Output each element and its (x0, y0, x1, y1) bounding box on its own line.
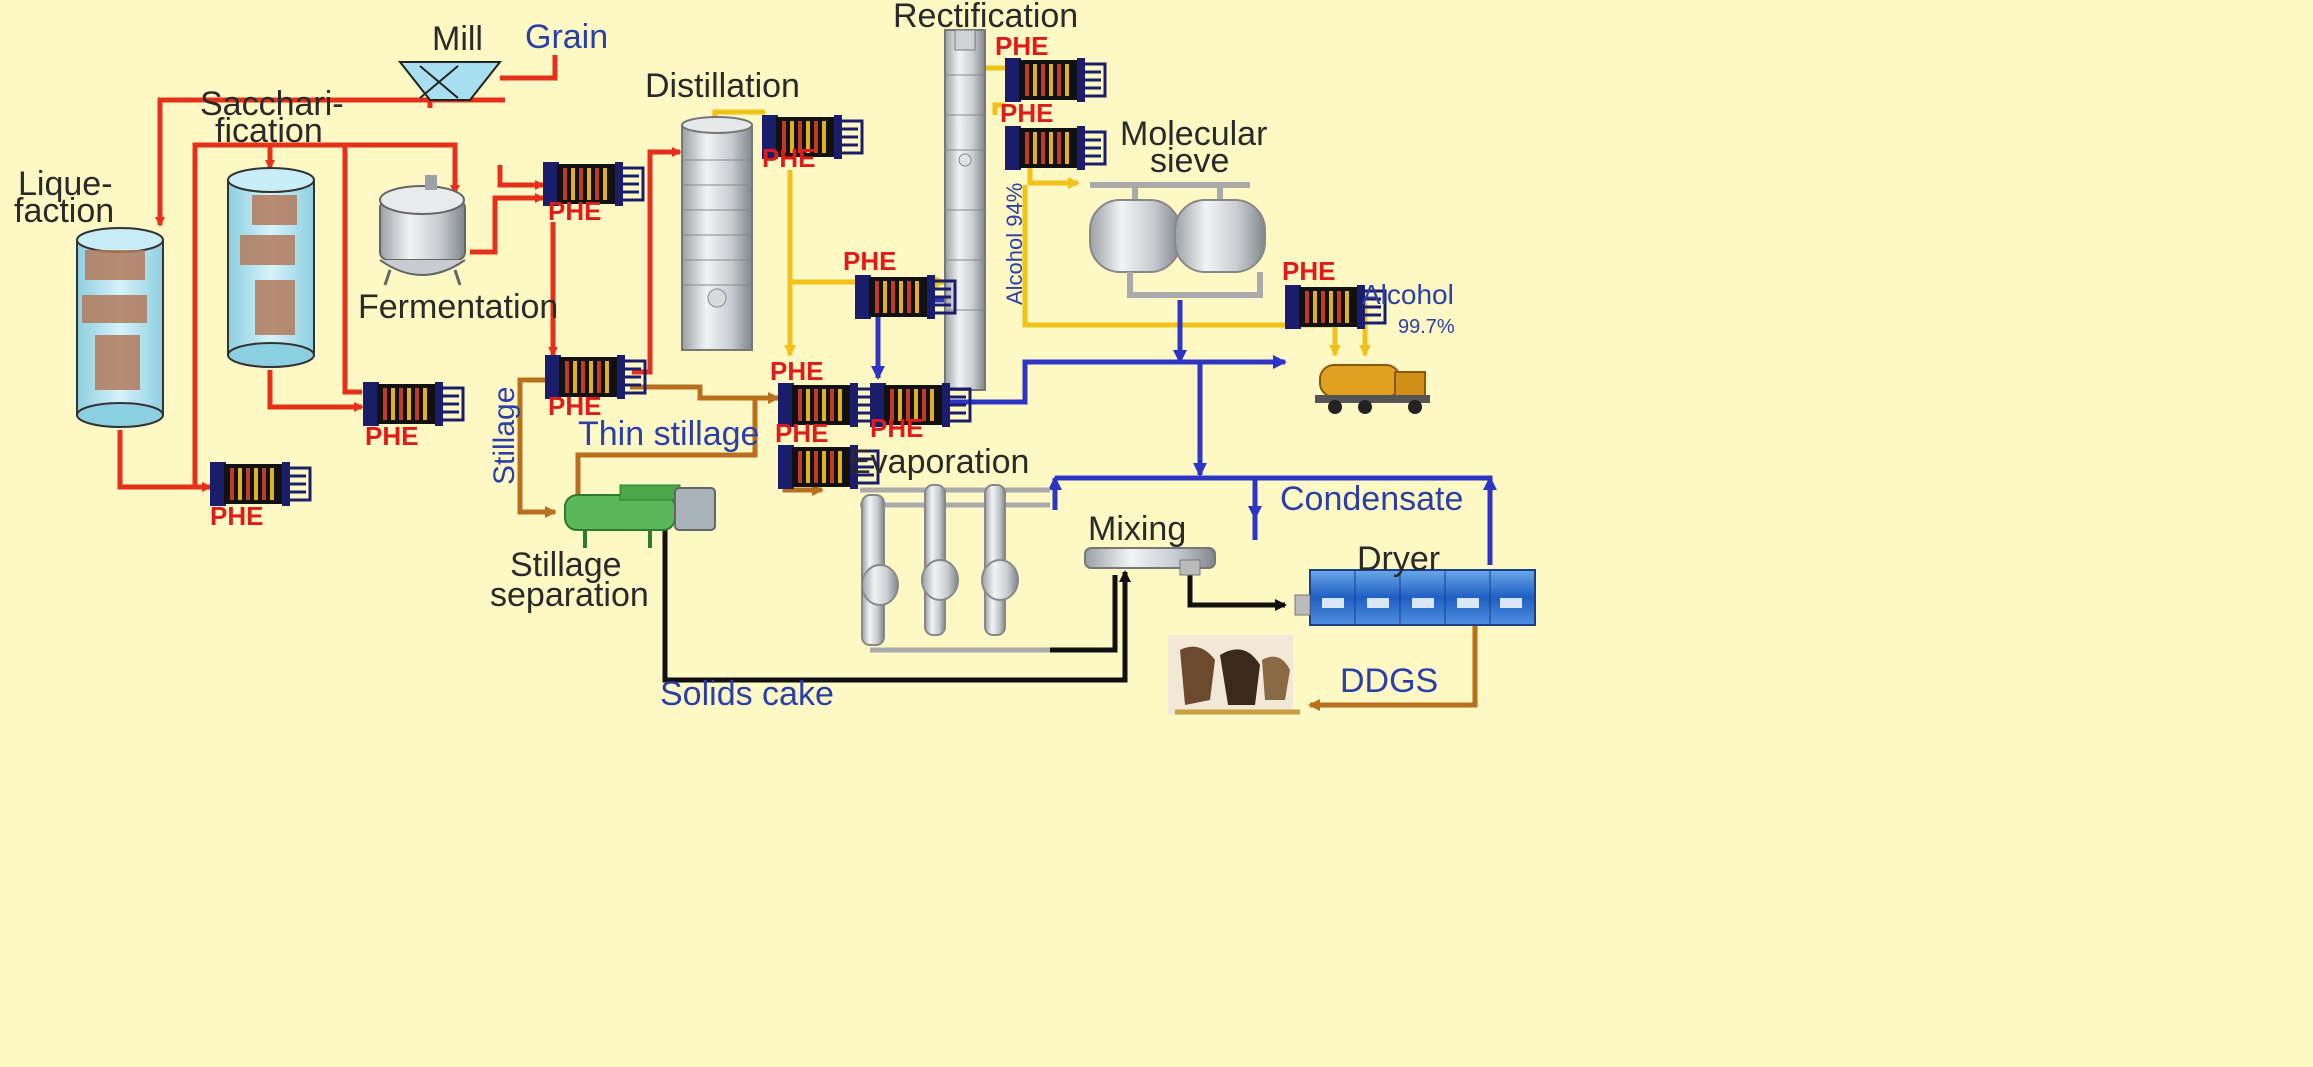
label-solids-cake: Solids cake (660, 675, 834, 713)
label-evaporation: Evaporation (848, 443, 1029, 481)
label-saccharification-2: fication (215, 112, 323, 150)
cattle-icon (1168, 635, 1300, 715)
decanter-icon (564, 484, 716, 548)
phe-label-7: PHE (1000, 98, 1053, 128)
phe-label-6: PHE (995, 31, 1048, 61)
label-mill: Mill (432, 20, 483, 58)
phe-unit-8 (853, 273, 957, 321)
phe-label-9: PHE (770, 356, 823, 386)
saccharification-tank-icon (227, 167, 315, 368)
fermentation-vessel-icon (379, 175, 466, 286)
label-condensate: Condensate (1280, 480, 1463, 518)
phe-label-1: PHE (548, 196, 601, 226)
mixer-icon (1084, 547, 1216, 576)
phe-unit-6 (1003, 56, 1107, 104)
label-thin-stillage: Thin stillage (578, 415, 759, 453)
phe-label-3: PHE (365, 421, 418, 451)
phe-unit-7 (1003, 124, 1107, 172)
label-rectification: Rectification (893, 0, 1078, 35)
rectification-column-icon (944, 29, 986, 391)
solids-lines (662, 530, 1287, 683)
label-alcohol: Alcohol (1362, 279, 1454, 310)
phe-label-8: PHE (843, 246, 896, 276)
phe-label-10: PHE (870, 413, 923, 443)
label-alcohol-997: 99.7% (1398, 316, 1455, 338)
label-molecular-sieve-2: sieve (1150, 142, 1229, 180)
dryer-icon (1294, 569, 1536, 626)
label-molecular-sieve-1: Molecular (1120, 115, 1267, 153)
phe-label-4: PHE (210, 501, 263, 531)
mill-icon (397, 61, 503, 101)
label-distillation: Distillation (645, 67, 800, 105)
label-liquefaction-1: Lique- (18, 165, 113, 203)
evaporator-icon (860, 484, 1050, 653)
label-alcohol-94: Alcohol 94% (1002, 183, 1027, 305)
tanker-truck-icon (1315, 364, 1430, 414)
phe-unit-3 (361, 380, 465, 428)
label-dryer: Dryer (1357, 540, 1440, 578)
label-grain: Grain (525, 18, 608, 56)
label-ddgs: DDGS (1340, 662, 1438, 700)
label-liquefaction-2: faction (14, 192, 114, 230)
label-saccharification-1: Sacchari- (200, 85, 344, 123)
label-stillage-separation-2: separation (490, 576, 649, 614)
phe-label-5: PHE (762, 143, 815, 173)
liquefaction-tank-icon (76, 227, 164, 428)
phe-label-12: PHE (1282, 256, 1335, 286)
phe-label-2: PHE (548, 391, 601, 421)
molecular-sieve-icon (1089, 182, 1266, 298)
phe-label-11: PHE (775, 418, 828, 448)
label-stillage: Stillage (488, 387, 521, 485)
distillation-column-icon (681, 116, 753, 351)
label-fermentation: Fermentation (358, 288, 558, 326)
phe-unit-4 (208, 460, 312, 508)
label-stillage-separation-1: Stillage (510, 546, 622, 584)
mash-lines (117, 55, 682, 492)
label-mixing: Mixing (1088, 510, 1186, 548)
